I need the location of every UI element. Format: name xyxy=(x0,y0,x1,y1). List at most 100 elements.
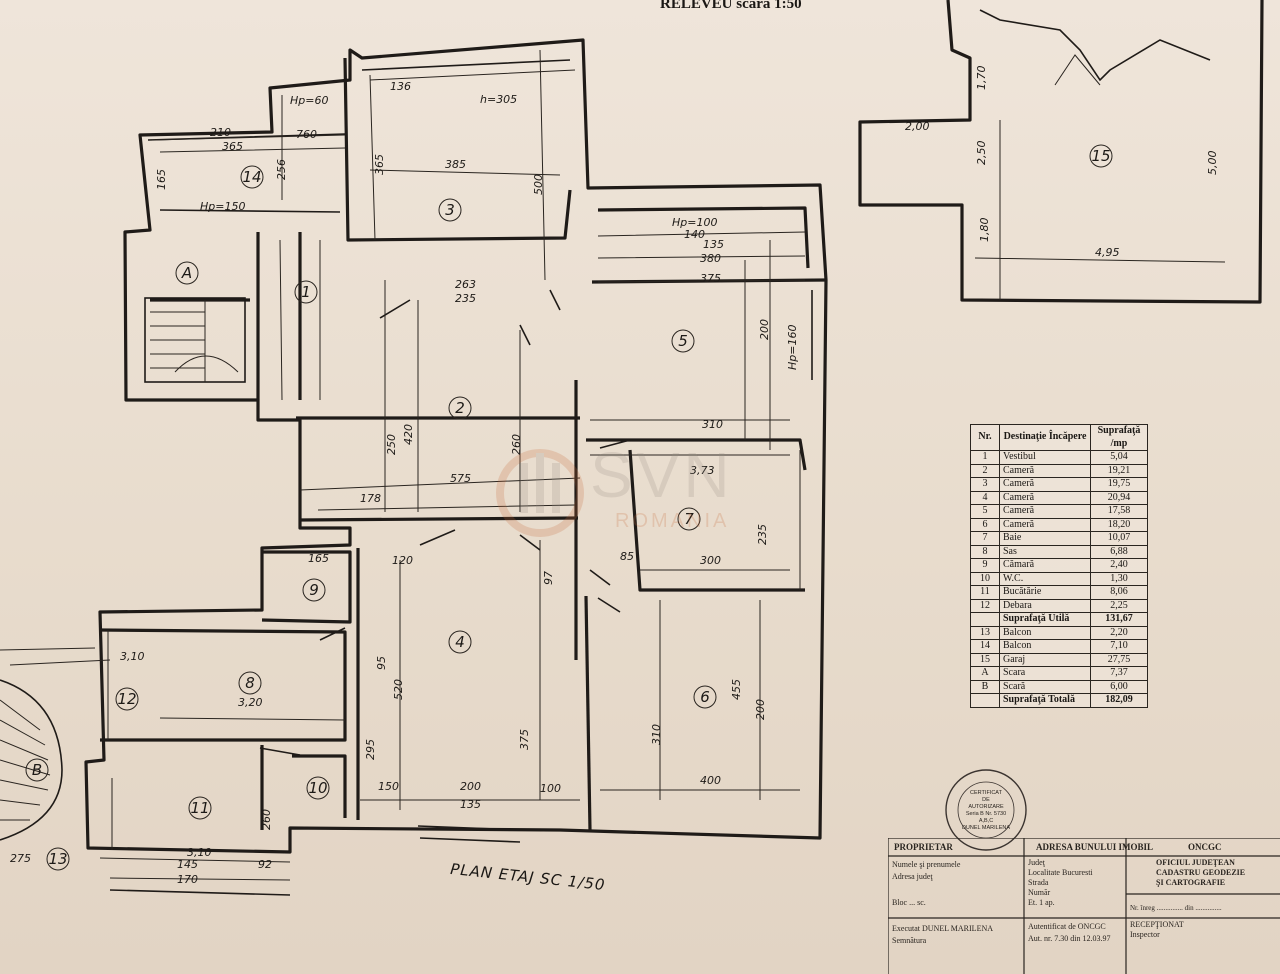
dim-label: 135 xyxy=(460,798,481,811)
room-14-number: 14 xyxy=(242,168,261,186)
dim-label: 135 xyxy=(703,238,724,251)
tb-executat: Executat DUNEL MARILENA xyxy=(892,924,994,933)
legend-cell-nr: 13 xyxy=(970,625,1000,640)
outer-walls xyxy=(84,38,828,854)
legend-cell-nr: A xyxy=(970,666,1000,681)
legend-cell-area: 5,04 xyxy=(1090,450,1148,465)
watermark: SVN ROMANIA xyxy=(480,438,810,558)
dim-label: Hp=150 xyxy=(200,200,245,213)
room-12: 12 xyxy=(115,687,139,711)
tb-judet: Judeţ xyxy=(1028,858,1045,867)
tb-et: Et. 1 ap. xyxy=(1028,898,1055,907)
legend-cell-nr xyxy=(970,612,1000,627)
watermark-sub: ROMANIA xyxy=(615,510,730,532)
dim-label: 295 xyxy=(364,739,377,760)
room-11-number: 11 xyxy=(190,799,209,817)
room-b-letter: B xyxy=(32,761,42,779)
legend-cell-name: Cameră xyxy=(999,477,1091,492)
tb-adresa: ADRESA BUNULUI IMOBIL xyxy=(1036,842,1154,852)
tb-oficiul-1: OFICIUL JUDEŢEAN xyxy=(1156,858,1235,867)
dim-label: 136 xyxy=(390,80,411,93)
dim-label: 375 xyxy=(518,729,531,750)
legend-cell-name: Scara xyxy=(999,666,1091,681)
legend-cell-nr: 10 xyxy=(970,571,1000,586)
dim-label: 165 xyxy=(308,552,329,565)
tb-strada: Strada xyxy=(1028,878,1049,887)
dim-label: 235 xyxy=(455,292,476,305)
dim-label: 365 xyxy=(222,140,243,153)
legend-cell-nr: 5 xyxy=(970,504,1000,519)
dim-label: 250 xyxy=(385,434,398,455)
tb-receptionat: RECEPŢIONAT xyxy=(1130,920,1184,929)
tb-aut-nr: Aut. nr. 7.30 din 12.03.97 xyxy=(1028,934,1111,943)
legend-cell-area: 17,58 xyxy=(1090,504,1148,519)
tb-bloc: Bloc ... sc. xyxy=(892,898,926,907)
room-2-number: 2 xyxy=(455,399,465,417)
watermark-logo-icon xyxy=(496,449,584,537)
tb-adresa-jud: Adresa judeţ xyxy=(892,872,933,881)
room-6: 6 xyxy=(693,685,717,709)
dim-label: 375 xyxy=(700,272,721,285)
dim-label: 310 xyxy=(650,724,663,745)
room-13-number: 13 xyxy=(48,850,67,868)
dim-label: 150 xyxy=(378,780,399,793)
room-a-letter: A xyxy=(181,264,192,282)
dim-label: 200 xyxy=(754,699,767,720)
legend-col-surface: Suprafaţă /mp xyxy=(1090,424,1148,451)
legend-cell-name: Scară xyxy=(999,679,1091,694)
dim-label: 3,10 xyxy=(120,650,145,663)
room-1: 1 xyxy=(294,280,318,304)
room-15: 15 xyxy=(1089,144,1113,168)
legend-total-label: Suprafaţă Totală xyxy=(999,693,1091,708)
dim-label: 760 xyxy=(296,128,317,141)
dim-label: 520 xyxy=(392,679,405,700)
legend-cell-name: Cameră xyxy=(999,517,1091,532)
legend-cell-area: 8,06 xyxy=(1090,585,1148,600)
dim-label: 5,00 xyxy=(1206,151,1219,176)
dim-label: 145 xyxy=(177,858,198,871)
legend-total-nr xyxy=(970,693,1000,708)
room-4-number: 4 xyxy=(455,633,465,651)
dim-label: 200 xyxy=(758,319,771,340)
dim-label: 380 xyxy=(700,252,721,265)
stamp-line-5: A,B,C xyxy=(979,818,993,824)
room-11: 11 xyxy=(188,796,212,820)
legend-cell-area: 6,00 xyxy=(1090,679,1148,694)
legend-cell-name: Cameră xyxy=(999,490,1091,505)
legend-cell-name: Cameră xyxy=(999,504,1091,519)
watermark-brand: SVN xyxy=(590,439,734,511)
title-block-grid xyxy=(888,838,1280,974)
legend-cell-nr: 1 xyxy=(970,450,1000,465)
legend-cell-area: 10,07 xyxy=(1090,531,1148,546)
dim-label: 120 xyxy=(392,554,413,567)
tb-localitate: Localitate Bucuresti xyxy=(1028,868,1093,877)
dim-label: 275 xyxy=(10,852,31,865)
dim-label: 260 xyxy=(510,434,523,455)
dim-label: 3,20 xyxy=(238,696,263,709)
room-4: 4 xyxy=(448,630,472,654)
legend-cell-area: 2,25 xyxy=(1090,598,1148,613)
dim-label: 100 xyxy=(540,782,561,795)
dim-label: 1,70 xyxy=(975,66,988,91)
legend-cell-area: 19,75 xyxy=(1090,477,1148,492)
dim-label: 500 xyxy=(532,174,545,195)
legend-col-destination: Destinaţie Încăpere xyxy=(999,424,1091,451)
dim-label: 170 xyxy=(177,873,198,886)
dim-label: 400 xyxy=(700,774,721,787)
tb-inspector: Inspector xyxy=(1130,930,1160,939)
room-a: A xyxy=(175,261,199,285)
room-15-number: 15 xyxy=(1091,147,1110,165)
room-10: 10 xyxy=(306,776,330,800)
